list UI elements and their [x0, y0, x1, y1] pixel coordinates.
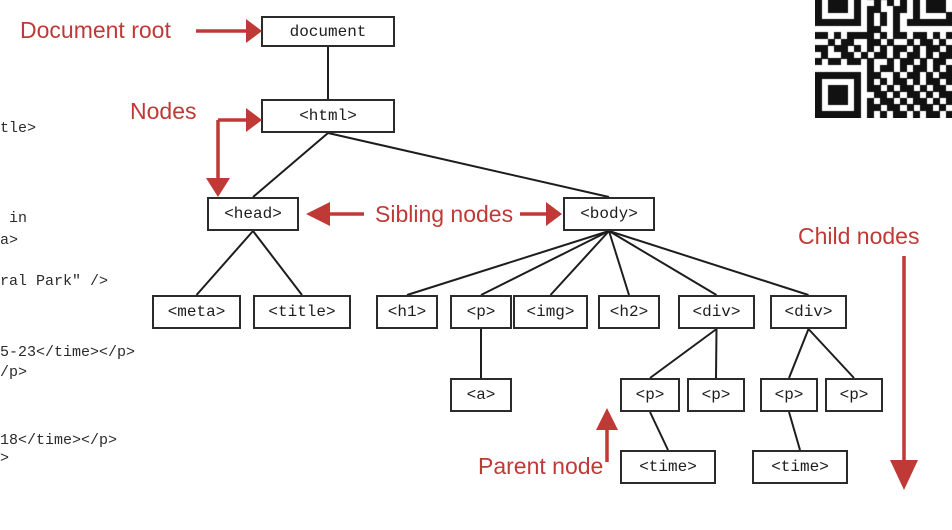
tree-node-label: <time> — [771, 458, 829, 476]
tree-node-div1[interactable]: <div> — [678, 295, 755, 329]
arrow-sibling-right-head — [546, 202, 562, 226]
tree-node-label: <p> — [839, 386, 869, 404]
tree-node-p1[interactable]: <p> — [620, 378, 680, 412]
edge-html-body — [327, 132, 610, 198]
tree-node-label: <body> — [580, 205, 638, 223]
code-line: in — [0, 210, 28, 227]
annotation-child-nodes: Child nodes — [798, 223, 920, 249]
tree-node-label: <p> — [466, 303, 496, 321]
edge-div2-p3 — [788, 328, 810, 379]
code-line: /p> — [0, 364, 28, 381]
tree-node-p3[interactable]: <p> — [760, 378, 818, 412]
arrow-nodes-head-head — [206, 178, 230, 197]
tree-node-label: <title> — [268, 303, 336, 321]
edge-html-head — [252, 132, 329, 198]
tree-node-img[interactable]: <img> — [513, 295, 588, 329]
arrow-sibling-left-head — [306, 202, 330, 226]
edge-body-h2 — [608, 230, 630, 296]
tree-node-label: <h2> — [609, 303, 649, 321]
edge-body-img — [549, 230, 610, 296]
tree-node-title[interactable]: <title> — [253, 295, 351, 329]
tree-node-label: <p> — [635, 386, 665, 404]
annotation-sibling-nodes: Sibling nodes — [375, 201, 514, 227]
arrow-parent-node-head — [596, 408, 618, 430]
tree-node-body[interactable]: <body> — [563, 197, 655, 231]
tree-node-time1[interactable]: <time> — [620, 450, 716, 484]
edge-body-div2 — [608, 230, 809, 296]
tree-node-a[interactable]: <a> — [450, 378, 512, 412]
qr-code[interactable] — [815, 0, 952, 118]
tree-node-h2[interactable]: <h2> — [598, 295, 660, 329]
edge-p3-time2 — [788, 411, 801, 451]
annotation-document-root: Document root — [20, 17, 171, 43]
code-line: > — [0, 450, 10, 467]
tree-node-label: <time> — [639, 458, 697, 476]
tree-node-label: <p> — [701, 386, 731, 404]
qr-code-image — [815, 0, 952, 118]
tree-node-document[interactable]: document — [261, 16, 395, 47]
tree-node-label: <head> — [224, 205, 282, 223]
arrow-nodes-head-html — [246, 108, 262, 132]
tree-node-p2[interactable]: <p> — [687, 378, 745, 412]
arrow-child-nodes-head — [890, 460, 918, 490]
tree-node-meta[interactable]: <meta> — [152, 295, 241, 329]
edge-body-p-a — [480, 230, 610, 296]
tree-node-p-a[interactable]: <p> — [450, 295, 512, 329]
edge-body-div1 — [608, 230, 718, 296]
code-line: 5-23</time></p> — [0, 344, 136, 361]
tree-node-label: <div> — [692, 303, 741, 321]
tree-node-p4[interactable]: <p> — [825, 378, 883, 412]
tree-node-label: <div> — [784, 303, 833, 321]
tree-node-html[interactable]: <html> — [261, 99, 395, 133]
tree-node-h1[interactable]: <h1> — [376, 295, 438, 329]
tree-node-label: <html> — [299, 107, 357, 125]
tree-node-label: <p> — [774, 386, 804, 404]
tree-node-label: document — [289, 22, 367, 41]
code-line: 18</time></p> — [0, 432, 118, 449]
code-line: ral Park" /> — [0, 273, 109, 290]
tree-node-label: <img> — [526, 303, 575, 321]
tree-node-time2[interactable]: <time> — [752, 450, 848, 484]
code-line: tle> — [0, 120, 37, 137]
edge-div1-p2 — [715, 328, 718, 379]
tree-node-div2[interactable]: <div> — [770, 295, 847, 329]
annotation-parent-node: Parent node — [478, 453, 604, 479]
tree-node-label: <a> — [466, 386, 496, 404]
edge-body-h1 — [406, 230, 610, 296]
edge-div1-p1 — [649, 328, 718, 379]
annotation-nodes: Nodes — [130, 98, 197, 124]
edge-head-title — [252, 230, 303, 296]
edge-p1-time1 — [649, 411, 669, 451]
tree-node-label: <h1> — [387, 303, 427, 321]
arrow-document-root-head — [246, 19, 262, 43]
tree-node-label: <meta> — [167, 303, 226, 321]
edge-head-meta — [195, 230, 254, 296]
tree-node-head[interactable]: <head> — [207, 197, 299, 231]
edge-div2-p4 — [807, 328, 855, 379]
code-line: a> — [0, 232, 19, 249]
